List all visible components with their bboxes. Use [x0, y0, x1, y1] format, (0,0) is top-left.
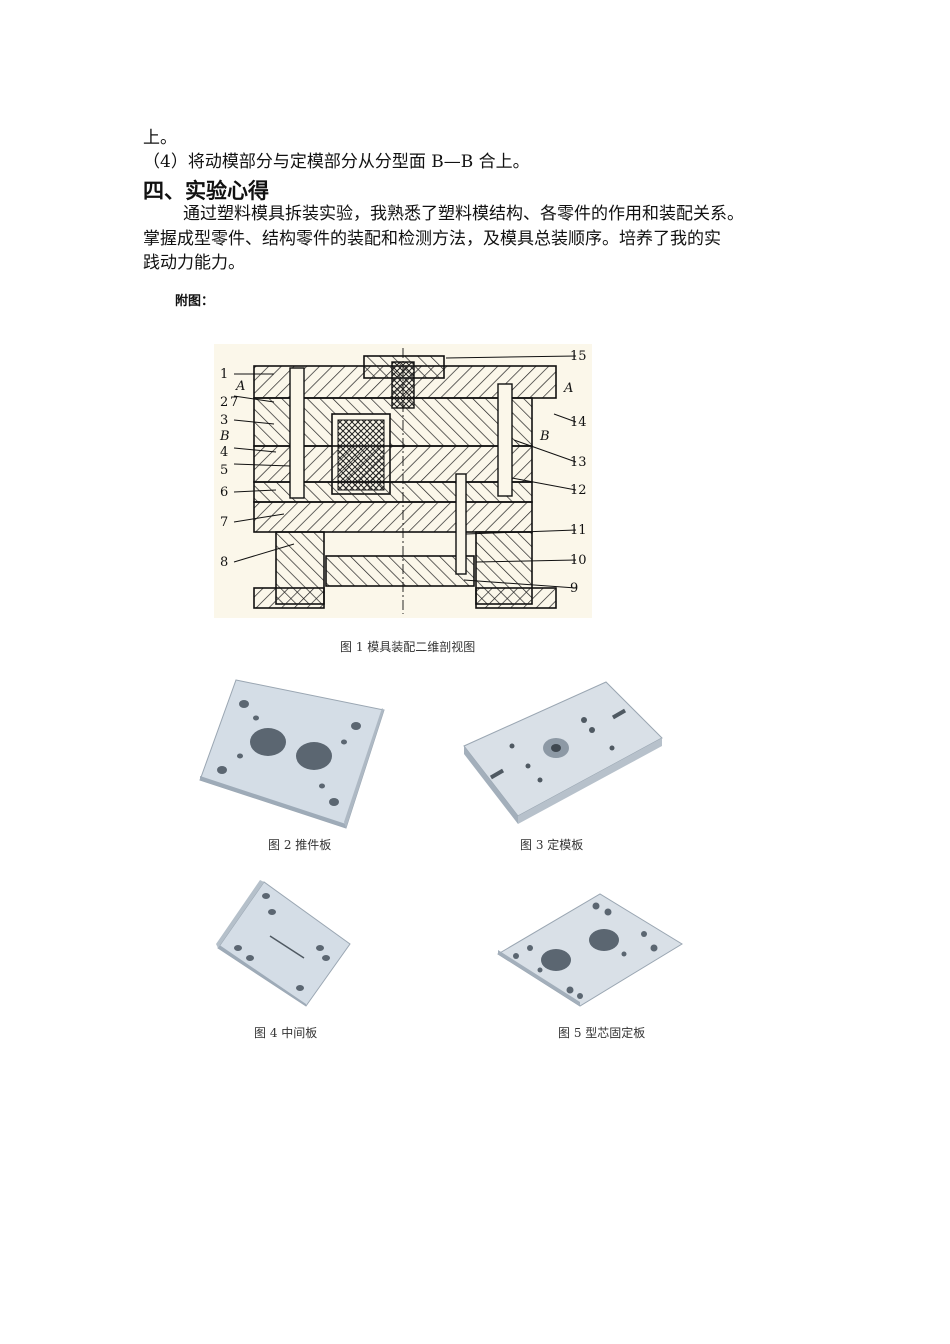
figure-5-caption: 图 5 型芯固定板 [558, 1026, 646, 1040]
label-left-6: 4 [220, 445, 228, 460]
figure-1-mold-section: 1 A 2 7 3 B 4 5 6 7 8 15 A 14 B 13 12 11… [214, 344, 592, 618]
label-left-3: 7 [230, 395, 238, 410]
label-left-10: 8 [220, 555, 228, 570]
plate-render-2 [199, 679, 385, 829]
plate-render-4 [216, 880, 351, 1007]
figure-5-core-fixing-plate [496, 892, 684, 1008]
label-left-0: 1 [220, 367, 228, 382]
label-right-3: B [539, 429, 550, 444]
figure-2-stripper-plate [198, 672, 386, 830]
plate-render-3 [463, 681, 663, 824]
paragraph-line-1: 通过塑料模具拆装实验，我熟悉了塑料模结构、各零件的作用和装配关系。 [183, 204, 744, 224]
label-right-5: 12 [570, 483, 587, 498]
label-right-8: 9 [570, 581, 578, 596]
text-line-1: 上。 [143, 128, 177, 148]
label-right-2: 14 [570, 415, 587, 430]
label-right-6: 11 [570, 523, 587, 538]
section-heading: 四、实验心得 [143, 179, 269, 203]
label-right-4: 13 [570, 455, 587, 470]
figure-2-caption: 图 2 推件板 [268, 838, 332, 852]
text-line-2: （4）将动模部分与定模部分从分型面 B—B 合上。 [143, 152, 530, 172]
paragraph-line-2: 掌握成型零件、结构零件的装配和检测方法，及模具总装顺序。培养了我的实 [143, 229, 721, 249]
paragraph-line-3: 践动力能力。 [143, 253, 245, 273]
label-right-7: 10 [570, 553, 587, 568]
label-left-7: 5 [220, 463, 228, 478]
figure-1-caption: 图 1 模具装配二维剖视图 [340, 640, 476, 654]
figure-3-fixed-plate [462, 676, 664, 826]
mold-section-drawing: 1 A 2 7 3 B 4 5 6 7 8 15 A 14 B 13 12 11… [214, 344, 592, 618]
label-left-8: 6 [220, 485, 228, 500]
label-left-1: A [235, 379, 245, 394]
figure-4-caption: 图 4 中间板 [254, 1026, 318, 1040]
label-left-9: 7 [220, 515, 228, 530]
appendix-label: 附图： [175, 294, 215, 309]
figure-4-middle-plate [216, 878, 352, 1008]
label-left-4: 3 [220, 413, 228, 428]
figure-3-caption: 图 3 定模板 [520, 838, 584, 852]
label-right-1: A [563, 381, 573, 396]
label-left-2: 2 [220, 395, 228, 410]
label-right-0: 15 [570, 349, 587, 364]
label-left-5: B [219, 429, 230, 444]
plate-render-5 [497, 893, 683, 1007]
